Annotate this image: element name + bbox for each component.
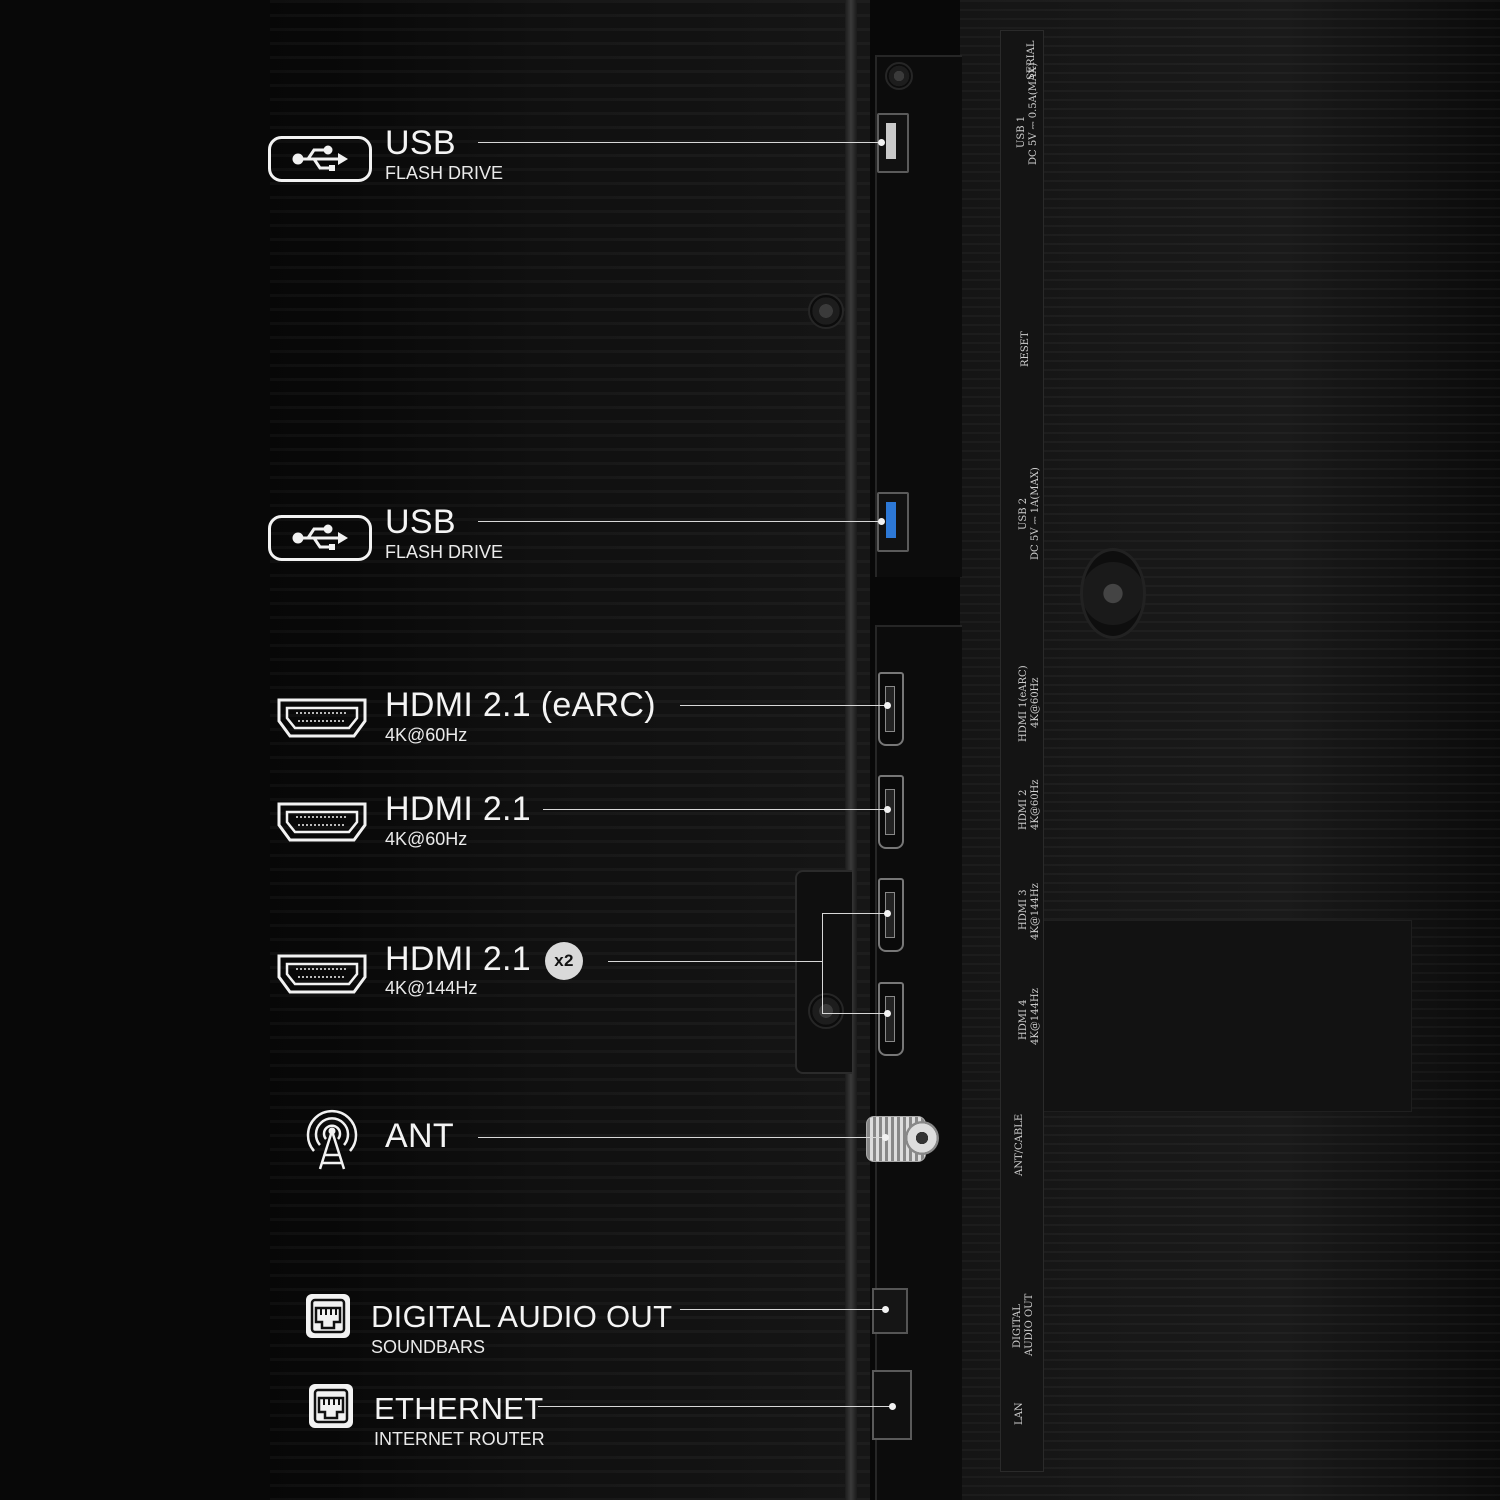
label-audio-2: AUDIO OUT (1024, 1293, 1035, 1356)
label-hdmi3: HDMI 3 (1018, 889, 1029, 930)
hdmi-1-title: HDMI 2.1 (eARC) (385, 686, 656, 724)
screw (885, 62, 913, 90)
hdmi-1-subtitle: 4K@60Hz (385, 725, 468, 745)
label-hdmi4: HDMI 4 (1018, 999, 1029, 1040)
usb-1-leader-dot (878, 139, 885, 146)
usb-1-title: USB (385, 124, 456, 162)
hdmi-4-leader-branch (822, 1013, 887, 1014)
hdmi-1-leader-line (680, 705, 887, 706)
ant-title: ANT (385, 1117, 454, 1155)
label-hdmi4-rate: 4K@144Hz (1030, 988, 1041, 1045)
usb-icon (268, 136, 372, 182)
usb-2-subtitle: FLASH DRIVE (385, 542, 504, 562)
label-usb1-power: DC 5V ⎓ 0.5A(MAX) (1028, 62, 1039, 165)
hdmi-3-leader-dot (884, 910, 891, 917)
ant-leader-line (478, 1137, 886, 1138)
label-ant: ANT/CABLE (1014, 1113, 1025, 1176)
side-rail (845, 0, 857, 1500)
ethernet-callout: ETHERNET INTERNET ROUTER (374, 1391, 545, 1449)
hdmi-34-leader-split (822, 913, 823, 1013)
screw (808, 993, 844, 1029)
hdmi-1-leader-dot (884, 702, 891, 709)
ethernet-subtitle: INTERNET ROUTER (374, 1429, 545, 1449)
label-lan: LAN (1014, 1402, 1025, 1425)
label-audio: DIGITAL (1012, 1304, 1023, 1348)
audio-title: DIGITAL AUDIO OUT (371, 1299, 673, 1334)
hdmi-34-callout: HDMI 2.1 x2 4K@144Hz (385, 941, 583, 998)
hdmi-icon (277, 802, 367, 842)
hdmi-port-3 (878, 878, 904, 952)
ethernet-leader-line (538, 1406, 892, 1407)
hdmi-port-1 (878, 672, 904, 746)
hdmi-port-2 (878, 775, 904, 849)
label-hdmi3-rate: 4K@144Hz (1030, 883, 1041, 940)
hdmi-port-4 (878, 982, 904, 1056)
label-hdmi2: HDMI 2 (1018, 789, 1029, 830)
tv-rear-shell (270, 0, 870, 1500)
ant-leader-dot (882, 1134, 889, 1141)
usb-icon (268, 515, 372, 561)
usb-2-callout: USB FLASH DRIVE (385, 504, 503, 562)
usb-port-1 (877, 113, 909, 173)
ethernet-title: ETHERNET (374, 1391, 544, 1426)
ethernet-leader-dot (889, 1403, 896, 1410)
label-hdmi1-rate: 4K@60Hz (1030, 677, 1041, 728)
antenna-port (866, 1116, 939, 1162)
audio-subtitle: SOUNDBARS (371, 1337, 486, 1357)
port-label-strip (1000, 30, 1044, 1472)
hdmi-34-leader-line (608, 961, 822, 962)
label-hdmi1: HDMI 1(eARC) (1018, 665, 1029, 742)
audio-leader-line (680, 1309, 885, 1310)
usb-1-leader-line (478, 142, 882, 143)
hdmi-icon (277, 698, 367, 738)
hdmi-34-title-row: HDMI 2.1 x2 (385, 940, 583, 981)
hdmi-34-subtitle: 4K@144Hz (385, 978, 478, 999)
usb-1-subtitle: FLASH DRIVE (385, 163, 504, 183)
quantity-badge: x2 (545, 942, 583, 981)
hdmi-34-title: HDMI 2.1 (385, 940, 531, 978)
tv-rear-shell-right (960, 0, 1500, 1500)
audio-callout: DIGITAL AUDIO OUT SOUNDBARS (371, 1299, 672, 1357)
hdmi-2-subtitle: 4K@60Hz (385, 829, 468, 849)
rear-recess (1040, 920, 1412, 1112)
screw (808, 293, 844, 329)
audio-leader-dot (882, 1306, 889, 1313)
ethernet-icon (309, 1384, 353, 1428)
hdmi-4-leader-dot (884, 1010, 891, 1017)
hdmi-3-leader-branch (822, 913, 887, 914)
label-reset: RESET (1020, 331, 1031, 367)
usb-2-title: USB (385, 503, 456, 541)
hdmi-2-leader-dot (884, 806, 891, 813)
ant-callout: ANT (385, 1118, 454, 1154)
usb-2-leader-dot (878, 518, 885, 525)
label-hdmi2-rate: 4K@60Hz (1030, 779, 1041, 830)
usb-1-callout: USB FLASH DRIVE (385, 125, 503, 183)
wall-mount-screw (1080, 548, 1146, 639)
label-usb2-power: DC 5V ⎓ 1A(MAX) (1030, 467, 1041, 560)
optical-port (872, 1288, 908, 1334)
antenna-icon (306, 1109, 358, 1170)
label-usb2: USB 2 (1018, 497, 1029, 530)
port-bay-edge (795, 870, 852, 1074)
usb-2-leader-line (478, 521, 882, 522)
hdmi-2-callout: HDMI 2.1 4K@60Hz (385, 791, 531, 849)
hdmi-2-title: HDMI 2.1 (385, 790, 531, 828)
lower-port-panel (875, 625, 962, 1500)
hdmi-icon (277, 954, 367, 994)
label-usb1: USB 1 (1016, 115, 1027, 148)
hdmi-2-leader-line (543, 809, 887, 810)
optical-audio-icon (306, 1294, 350, 1338)
hdmi-1-callout: HDMI 2.1 (eARC) 4K@60Hz (385, 687, 656, 745)
